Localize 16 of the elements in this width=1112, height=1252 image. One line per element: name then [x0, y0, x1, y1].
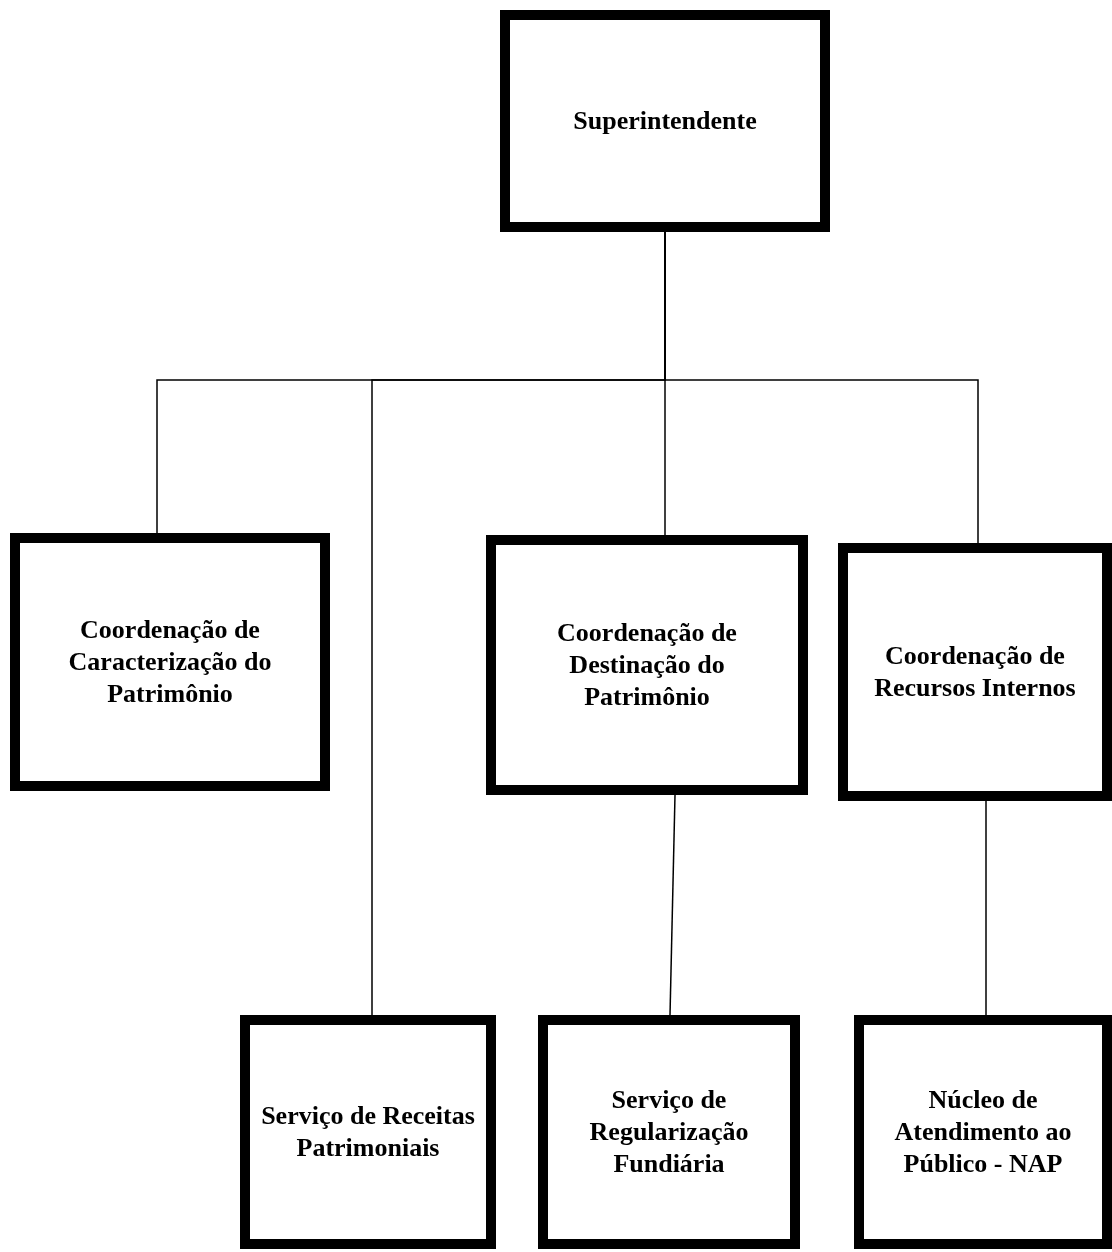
org-box	[500, 10, 830, 232]
unit-name: Núcleo de Atendimento ao Público - NAP	[893, 1084, 1073, 1180]
unit-name: Serviço de Receitas Patrimoniais	[260, 1100, 476, 1164]
org-box	[486, 535, 808, 795]
unit-name: Serviço de Regularização Fundiária	[588, 1084, 750, 1180]
org-box	[240, 1015, 496, 1249]
org-box	[838, 543, 1112, 801]
unit-name: Coordenação de Destinação do Patrimônio	[556, 617, 738, 713]
connector-line	[669, 794, 676, 1016]
org-box	[10, 533, 330, 791]
connector-line	[985, 800, 987, 1016]
unit-name: Superintendente	[573, 105, 757, 137]
org-box	[854, 1015, 1112, 1249]
unit-name: Coordenação de Caracterização do Patrimônio	[67, 614, 273, 710]
unit-name: Coordenação de Recursos Internos	[873, 640, 1077, 704]
org-box	[538, 1015, 800, 1249]
